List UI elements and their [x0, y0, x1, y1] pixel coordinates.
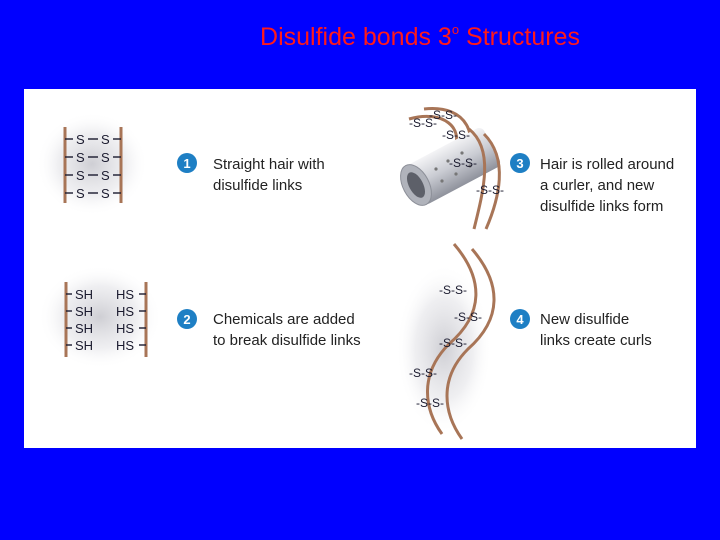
- disulfide-label: -S-S-: [409, 366, 437, 380]
- step-4-text: New disulfide links create curls: [540, 309, 652, 351]
- curler-icon: [400, 128, 501, 206]
- step-2-line-1: Chemicals are added: [213, 311, 355, 328]
- hair-strand-curl-front-2: [482, 132, 501, 230]
- hs-label: HS: [116, 338, 134, 353]
- disulfide-link-row: S S: [65, 132, 121, 147]
- step-4-line-1: New disulfide: [540, 311, 630, 328]
- disulfide-label: -S-S-: [454, 310, 482, 324]
- step-3-text: Hair is rolled around a curler, and new …: [540, 154, 674, 217]
- slide-title: Disulfide bonds 3o Structures: [0, 22, 720, 52]
- disulfide-label: -S-S-: [409, 116, 437, 130]
- sh-label: SH: [75, 321, 93, 336]
- disulfide-label: -S-S-: [442, 128, 470, 142]
- curled-hair-diagram: -S-S- -S-S- -S-S- -S-S- -S-S-: [396, 243, 496, 440]
- step-4-line-2: links create curls: [540, 332, 652, 349]
- sulfur-label: S: [101, 150, 110, 165]
- step-1-line-2: disulfide links: [213, 177, 303, 194]
- svg-text:4: 4: [516, 312, 524, 327]
- sulfur-label: S: [76, 186, 85, 201]
- step-badge-1: 1: [177, 153, 197, 173]
- sulfur-label: S: [101, 132, 110, 147]
- title-superscript: o: [451, 22, 460, 37]
- step-badge-3: 3: [510, 153, 530, 173]
- curler-diagram: -S-S- -S-S- -S-S- -S-S- -S-S-: [400, 107, 504, 230]
- glow-1: [36, 112, 148, 216]
- title-tail: Structures: [459, 23, 580, 51]
- disulfide-label: -S-S-: [439, 283, 467, 297]
- glow-2: [38, 265, 162, 369]
- disulfide-link-row: S S: [65, 168, 121, 183]
- step-2-line-2: to break disulfide links: [213, 332, 361, 349]
- step-2-text: Chemicals are added to break disulfide l…: [213, 309, 361, 351]
- sulfur-label: S: [76, 168, 85, 183]
- step-3-line-1: Hair is rolled around: [540, 156, 675, 173]
- diagram-canvas: S S S S S S S: [36, 107, 530, 440]
- hs-label: HS: [116, 304, 134, 319]
- sh-label: SH: [75, 287, 93, 302]
- diagram-panel: S S S S S S S: [24, 89, 696, 448]
- disulfide-label: -S-S-: [476, 183, 504, 197]
- hair-strand-curl-front: [468, 127, 487, 230]
- disulfide-label: -S-S-: [449, 156, 477, 170]
- title-main: Disulfide bonds 3: [260, 23, 452, 51]
- svg-text:2: 2: [183, 312, 190, 327]
- sh-hs-row: SH HS: [66, 321, 146, 336]
- step-badge-2: 2: [177, 309, 197, 329]
- disulfide-link-row: S S: [65, 186, 121, 201]
- hair-strand-curl-left: [426, 243, 478, 435]
- sh-label: SH: [75, 338, 93, 353]
- hs-label: HS: [116, 321, 134, 336]
- hs-label: HS: [116, 287, 134, 302]
- step-1-text: Straight hair with disulfide links: [213, 154, 325, 196]
- sh-hs-row: SH HS: [66, 287, 146, 302]
- sh-hs-row: SH HS: [66, 304, 146, 319]
- straight-hair-diagram: S S S S S S S: [36, 112, 148, 216]
- step-badge-4: 4: [510, 309, 530, 329]
- step-1-line-1: Straight hair with: [213, 156, 325, 173]
- disulfide-label: -S-S-: [416, 396, 444, 410]
- disulfide-label: -S-S-: [429, 108, 457, 122]
- sh-hs-row: SH HS: [66, 338, 146, 353]
- svg-text:3: 3: [516, 156, 523, 171]
- disulfide-label: -S-S-: [439, 336, 467, 350]
- disulfide-link-row: S S: [65, 150, 121, 165]
- sulfur-label: S: [76, 132, 85, 147]
- sulfur-label: S: [76, 150, 85, 165]
- step-3-line-3: disulfide links form: [540, 198, 664, 215]
- sulfur-label: S: [101, 168, 110, 183]
- svg-text:1: 1: [183, 156, 190, 171]
- sulfur-label: S: [101, 186, 110, 201]
- sh-label: SH: [75, 304, 93, 319]
- broken-links-diagram: SH HS SH HS SH HS SH HS: [38, 265, 162, 369]
- hair-strand-curl-right: [445, 248, 496, 440]
- step-3-line-2: a curler, and new: [540, 177, 655, 194]
